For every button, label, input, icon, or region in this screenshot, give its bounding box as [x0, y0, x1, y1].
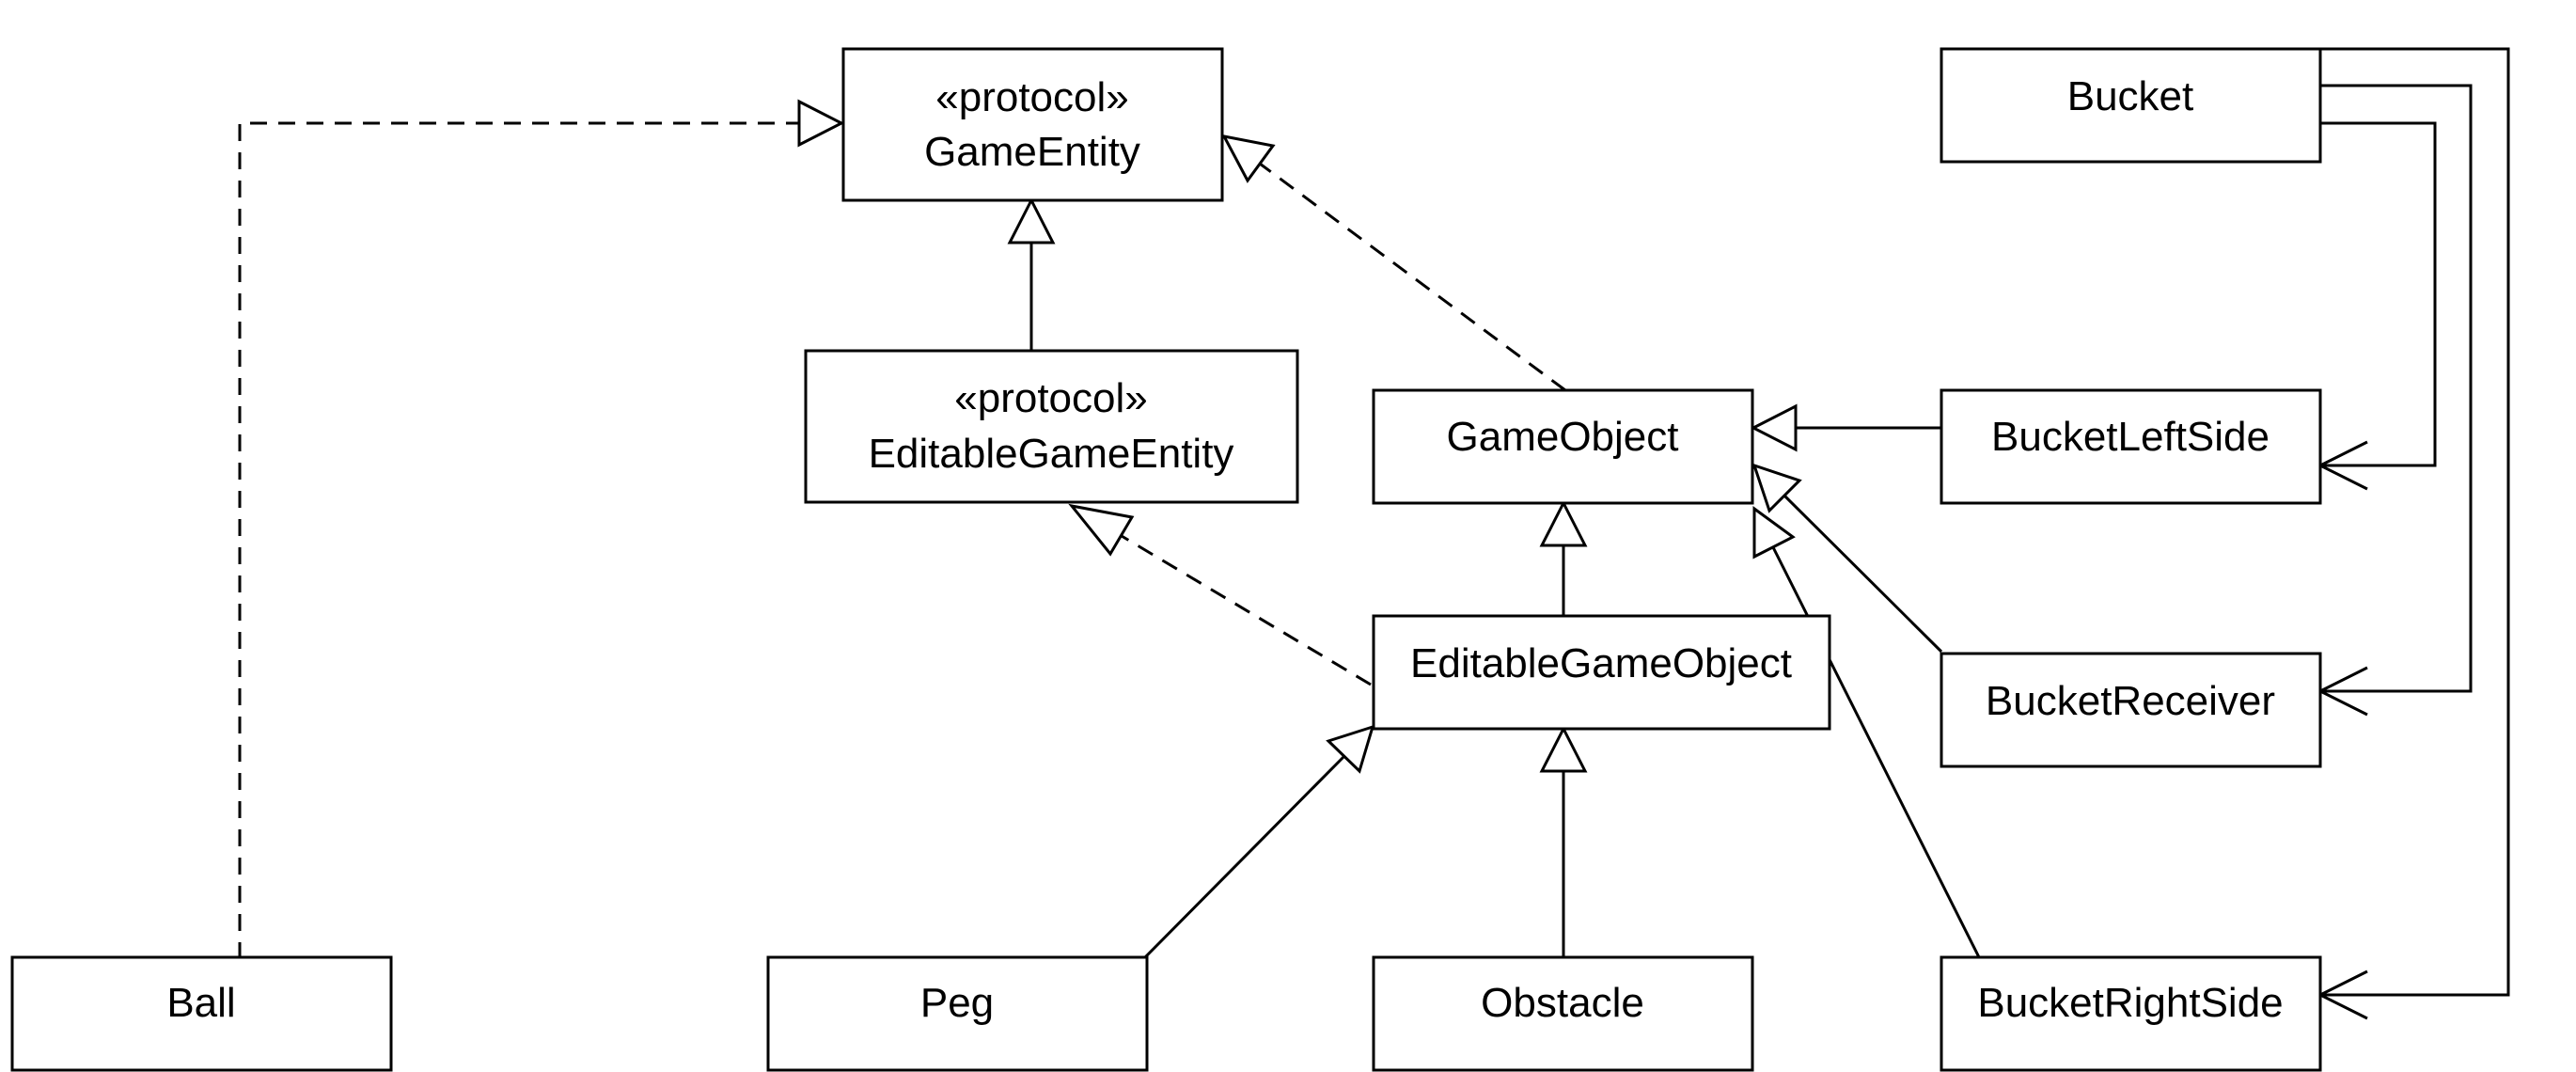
class-name: GameObject [1447, 414, 1679, 460]
edge-peg-to-editablegameobject [1143, 724, 1375, 959]
class-name: EditableGameObject [1410, 640, 1792, 686]
edge-bucketreceiver-to-gameobject [1751, 463, 1943, 654]
class-gameobject: GameObject [1372, 388, 1754, 505]
class-peg: Peg [766, 955, 1149, 1072]
class-bucket: Bucket [1940, 47, 2322, 164]
class-bucketrightside: BucketRightSide [1940, 955, 2322, 1072]
class-name: BucketReceiver [1986, 678, 2275, 724]
edge-editablegameentity-to-gameentity [1007, 197, 1056, 351]
class-gameentity: «protocol» GameEntity [841, 47, 1224, 202]
stereotype-label: «protocol» [954, 375, 1147, 421]
edge-bucketleftside-to-gameobject [1750, 403, 1941, 452]
edge-bucket-to-bucketleftside [2317, 121, 2437, 491]
class-obstacle: Obstacle [1372, 955, 1754, 1072]
edge-editablegameobject-to-editablegameentity [1068, 503, 1372, 686]
class-name: BucketLeftSide [1991, 414, 2270, 460]
edge-obstacle-to-editablegameobject [1539, 725, 1588, 957]
stereotype-label: «protocol» [935, 74, 1128, 120]
class-name: BucketRightSide [1977, 980, 2283, 1026]
class-name: Obstacle [1481, 980, 1644, 1026]
class-bucketreceiver: BucketReceiver [1940, 652, 2322, 768]
class-bucketleftside: BucketLeftSide [1940, 388, 2322, 505]
class-editablegameobject: EditableGameObject [1372, 614, 1831, 731]
edge-gameobject-to-gameentity [1221, 134, 1566, 392]
edge-editablegameobject-to-gameobject [1539, 499, 1588, 616]
class-name: Ball [166, 980, 235, 1026]
class-name: Bucket [2067, 73, 2194, 119]
class-ball: Ball [10, 955, 393, 1072]
edge-bucket-to-bucketrightside [2317, 47, 2510, 1020]
class-editablegameentity: «protocol» EditableGameEntity [804, 349, 1299, 504]
edge-ball-to-gameentity [238, 99, 845, 959]
edge-bucket-to-bucketreceiver [2317, 84, 2473, 717]
class-name: EditableGameEntity [869, 431, 1234, 477]
class-name: Peg [920, 980, 994, 1026]
class-name: GameEntity [924, 129, 1140, 175]
